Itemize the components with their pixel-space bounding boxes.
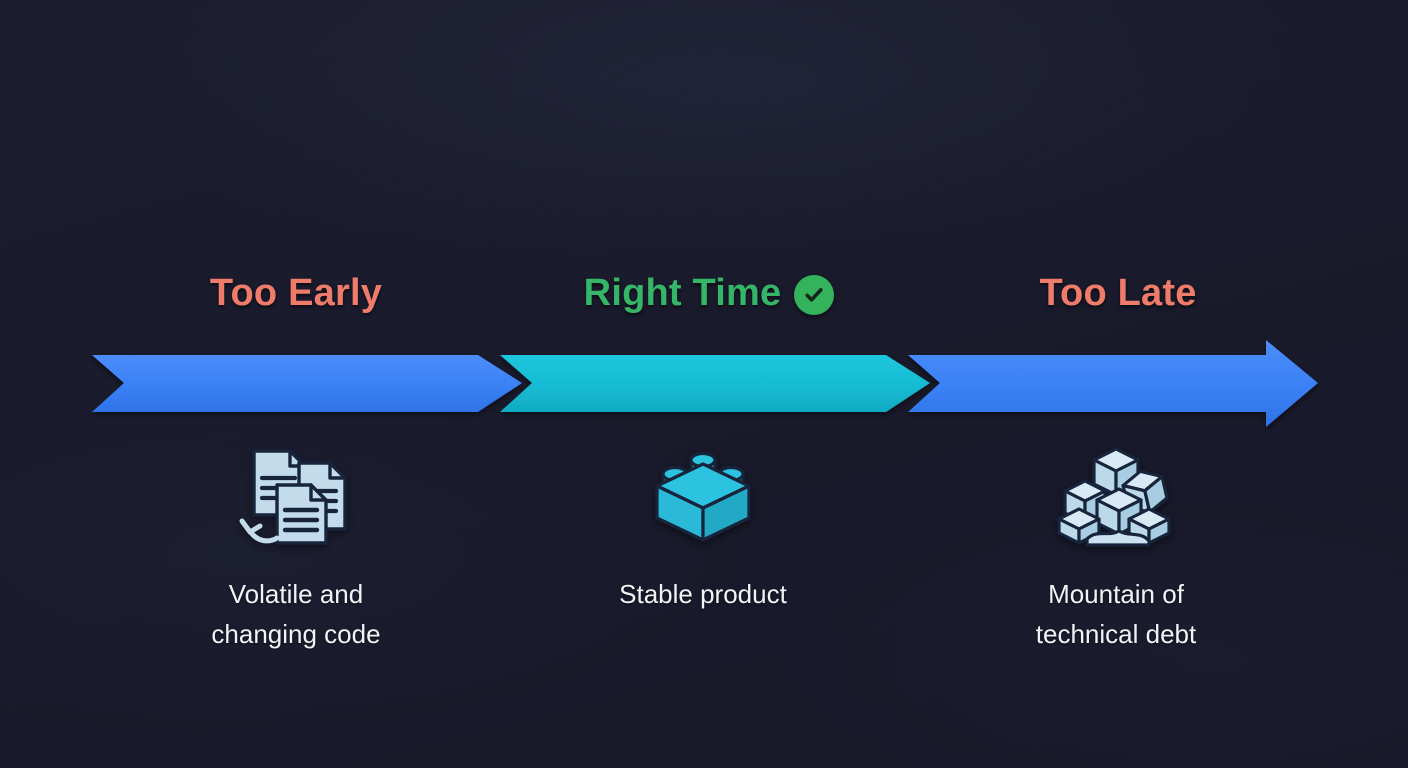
stage-label-too-early: Too Early <box>0 272 592 315</box>
documents-icon <box>146 440 446 552</box>
stage-label-too-late: Too Late <box>918 272 1318 315</box>
caption-line: changing code <box>211 619 381 649</box>
stage-column-right-time: Stable product <box>553 440 853 614</box>
timeline-segment-too-early <box>92 355 522 412</box>
stage-column-too-early: Volatile and changing code <box>146 440 446 654</box>
caption-line: Volatile and <box>228 579 364 609</box>
caption-too-late: Mountain of technical debt <box>966 574 1266 654</box>
timeline-arrow-bar <box>0 330 1408 440</box>
caption-line: Mountain of <box>1048 579 1184 609</box>
caption-too-early: Volatile and changing code <box>146 574 446 654</box>
stage-label-text: Too Early <box>209 272 383 314</box>
stage-label-text: Too Late <box>1039 272 1197 314</box>
caption-right-time: Stable product <box>553 574 853 614</box>
timeline-segment-too-late <box>908 340 1318 427</box>
cube-pile-icon <box>966 440 1266 552</box>
check-circle-icon <box>794 274 835 315</box>
caption-line: Stable product <box>619 579 787 609</box>
stage-label-right-time: Right Time <box>500 272 918 315</box>
stage-label-text: Right Time <box>583 272 782 314</box>
timeline-segment-right-time <box>500 355 930 412</box>
caption-line: technical debt <box>1035 619 1197 649</box>
stage-column-too-late: Mountain of technical debt <box>966 440 1266 654</box>
lego-brick-icon <box>553 440 853 552</box>
